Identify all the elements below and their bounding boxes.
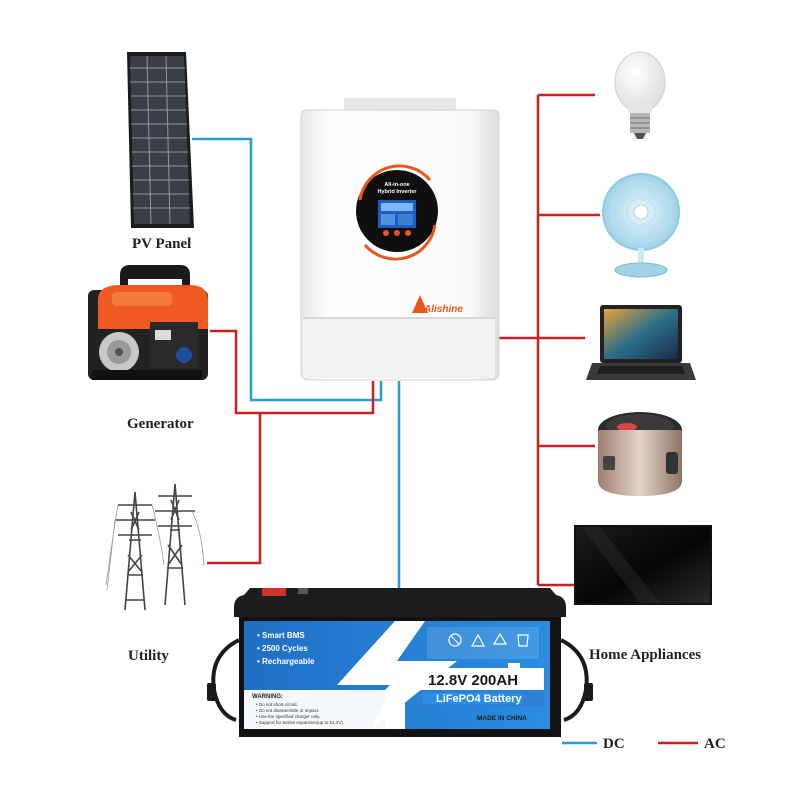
- battery-icon: 12.8V 200AH LiFePO4 Battery • Smart BMS …: [207, 588, 593, 737]
- battery-feature-1: • Smart BMS: [257, 631, 305, 640]
- power-tower-icon: [105, 483, 205, 611]
- inverter-icon: All-in-one Hybrid Inverter Alishine: [300, 98, 500, 381]
- legend: DC AC: [562, 736, 726, 752]
- battery-warning-3: • Use the specified charger only.: [256, 714, 320, 719]
- battery-feature-3: • Rechargeable: [257, 657, 315, 666]
- dc-legend-label: DC: [603, 736, 625, 752]
- battery-warning-4: • Support for Series expansion(up to 51.…: [256, 720, 344, 725]
- battery-origin: MADE IN CHINA: [477, 715, 527, 722]
- ac-wires: [207, 93, 600, 587]
- battery-warning-title: WARNING:: [252, 694, 283, 700]
- laptop-icon: [586, 305, 696, 380]
- dc-wires: [192, 137, 401, 590]
- battery-chemistry: LiFePO4 Battery: [436, 693, 522, 705]
- ac-legend-label: AC: [704, 736, 726, 752]
- inverter-display-line1: All-in-one: [384, 182, 409, 188]
- alishine-logo: Alishine: [412, 295, 463, 315]
- pv-panel-label: PV Panel: [132, 236, 192, 252]
- battery-rating: 12.8V 200AH: [428, 672, 518, 689]
- pv-dc-wire: [192, 137, 383, 402]
- solar-panel-icon: [127, 52, 194, 228]
- battery-feature-2: • 2500 Cycles: [257, 644, 308, 653]
- utility-label: Utility: [128, 648, 169, 664]
- home-appliances-label: Home Appliances: [589, 647, 702, 663]
- desk-fan-icon: [602, 173, 680, 278]
- battery-warning-2: • Do not disassemble or impact.: [256, 708, 319, 713]
- generator-label: Generator: [127, 416, 194, 432]
- battery-warning-1: • Do not short-circuit.: [256, 702, 298, 707]
- light-bulb-icon: [614, 51, 666, 139]
- generator-icon: [88, 265, 208, 380]
- inverter-brand: Alishine: [423, 304, 463, 315]
- utility-ac-wire: [207, 413, 262, 565]
- inverter-display-line2: Hybrid Inverter: [377, 189, 417, 195]
- rice-cooker-icon: [598, 412, 682, 496]
- generator-ac-wire: [210, 329, 375, 415]
- tv-icon: [574, 525, 712, 605]
